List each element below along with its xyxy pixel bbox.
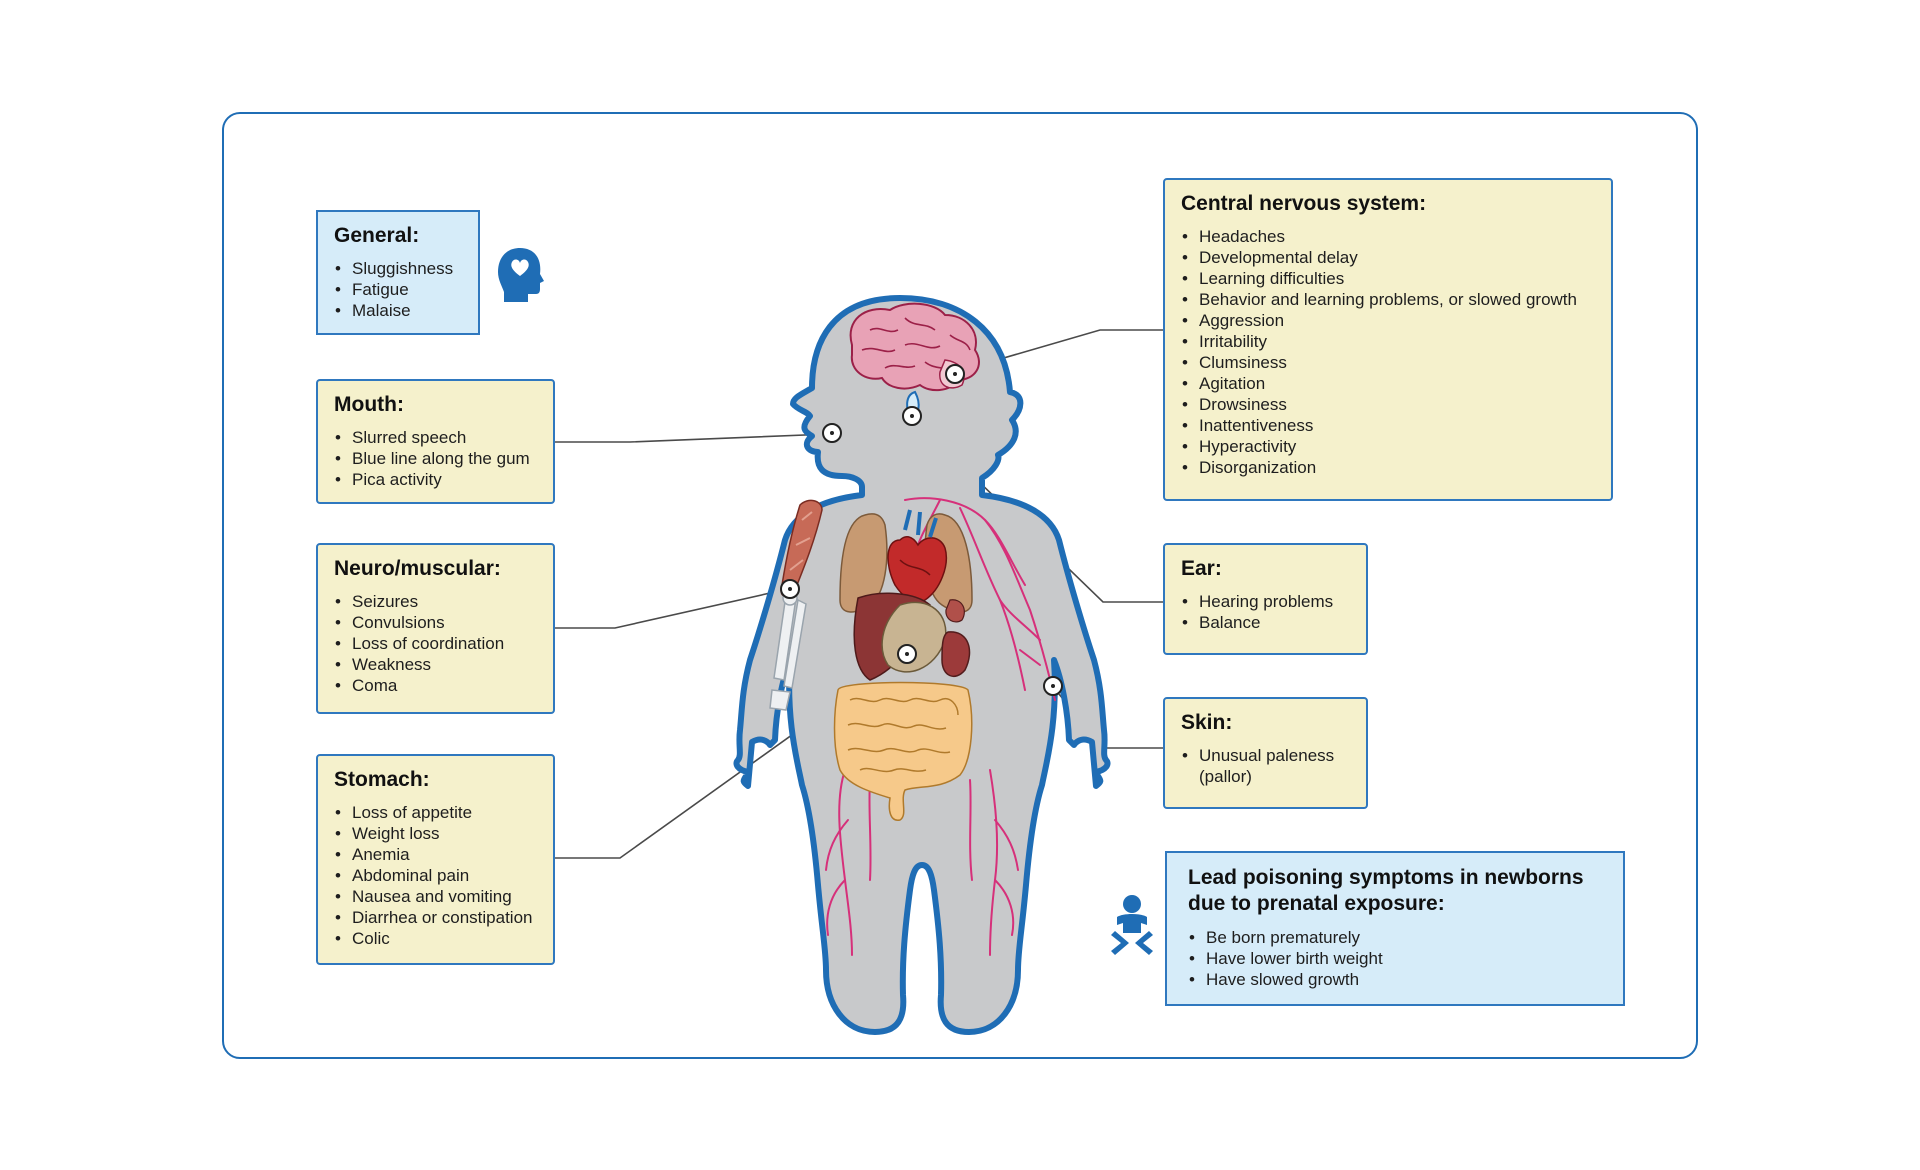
- list-item: Learning difficulties: [1181, 268, 1595, 289]
- head-heart-icon: [498, 248, 544, 302]
- baby-icon: [1111, 895, 1153, 955]
- list-item: Loss of appetite: [334, 802, 537, 823]
- diagram-frame: [222, 112, 1698, 1059]
- list-item: Hearing problems: [1181, 591, 1350, 612]
- marker-stomach: [897, 644, 917, 664]
- neuro-list: Seizures Convulsions Loss of coordinatio…: [334, 591, 537, 696]
- list-item: Unusual paleness: [1181, 745, 1350, 766]
- list-item: Irritability: [1181, 331, 1595, 352]
- ear-panel: Ear: Hearing problems Balance: [1163, 543, 1368, 655]
- list-item: Behavior and learning problems, or slowe…: [1181, 289, 1595, 310]
- general-title: General:: [334, 224, 420, 247]
- list-item: Abdominal pain: [334, 865, 537, 886]
- ear-list: Hearing problems Balance: [1181, 591, 1350, 633]
- skin-panel: Skin: Unusual paleness (pallor): [1163, 697, 1368, 809]
- ear-title: Ear:: [1181, 557, 1222, 580]
- stomach-title: Stomach:: [334, 768, 430, 791]
- list-item: Be born prematurely: [1188, 927, 1607, 948]
- list-item: Weight loss: [334, 823, 537, 844]
- connector-mouth: [553, 433, 831, 443]
- list-item: Drowsiness: [1181, 394, 1595, 415]
- arm-muscle: [780, 499, 823, 597]
- stomach-list: Loss of appetite Weight loss Anemia Abdo…: [334, 802, 537, 949]
- list-item: Have lower birth weight: [1188, 948, 1607, 969]
- kidney-spleen: [941, 599, 971, 678]
- marker-skin: [1043, 676, 1063, 696]
- list-item: Seizures: [334, 591, 537, 612]
- list-item: Convulsions: [334, 612, 537, 633]
- marker-ear: [902, 406, 922, 426]
- newborn-list: Be born prematurely Have lower birth wei…: [1188, 927, 1607, 990]
- list-item: Inattentiveness: [1181, 415, 1595, 436]
- list-item: Colic: [334, 928, 537, 949]
- marker-mouth: [822, 423, 842, 443]
- marker-neuro: [780, 579, 800, 599]
- list-item: Balance: [1181, 612, 1350, 633]
- list-item: Clumsiness: [1181, 352, 1595, 373]
- list-item: Nausea and vomiting: [334, 886, 537, 907]
- list-item: Headaches: [1181, 226, 1595, 247]
- list-item: Anemia: [334, 844, 537, 865]
- general-list: Sluggishness Fatigue Malaise: [334, 258, 462, 321]
- list-item: Diarrhea or constipation: [334, 907, 537, 928]
- mouth-list: Slurred speech Blue line along the gum P…: [334, 427, 537, 490]
- intestines: [833, 681, 973, 821]
- list-item: Pica activity: [334, 469, 537, 490]
- list-item: Malaise: [334, 300, 462, 321]
- arm-bones: [769, 590, 807, 711]
- cns-title: Central nervous system:: [1181, 192, 1427, 215]
- cns-list: Headaches Developmental delay Learning d…: [1181, 226, 1595, 478]
- newborn-panel: Lead poisoning symptoms in newborns due …: [1165, 851, 1625, 1006]
- newborn-title: Lead poisoning symptoms in newborns due …: [1188, 865, 1607, 917]
- list-item: Sluggishness: [334, 258, 462, 279]
- neuro-title: Neuro/muscular:: [334, 557, 501, 580]
- neuro-panel: Neuro/muscular: Seizures Convulsions Los…: [316, 543, 555, 714]
- list-item: Developmental delay: [1181, 247, 1595, 268]
- list-item-continuation: (pallor): [1181, 766, 1350, 787]
- list-item: Hyperactivity: [1181, 436, 1595, 457]
- marker-cns: [945, 364, 965, 384]
- mouth-panel: Mouth: Slurred speech Blue line along th…: [316, 379, 555, 504]
- list-item: Have slowed growth: [1188, 969, 1607, 990]
- blood-vessels: [825, 497, 1056, 956]
- list-item: Disorganization: [1181, 457, 1595, 478]
- marker-dots: [780, 364, 1063, 696]
- heart: [887, 509, 947, 603]
- list-item-text: (pallor): [1199, 767, 1252, 786]
- general-panel: General: Sluggishness Fatigue Malaise: [316, 210, 480, 335]
- mouth-title: Mouth:: [334, 393, 404, 416]
- list-item: Loss of coordination: [334, 633, 537, 654]
- list-item: Agitation: [1181, 373, 1595, 394]
- list-item: Slurred speech: [334, 427, 537, 448]
- list-item: Blue line along the gum: [334, 448, 537, 469]
- list-item: Fatigue: [334, 279, 462, 300]
- cns-panel: Central nervous system: Headaches Develo…: [1163, 178, 1613, 501]
- connector-neuro: [553, 588, 789, 629]
- skin-title: Skin:: [1181, 711, 1233, 734]
- newborn-title-line1: Lead poisoning symptoms in newborns: [1188, 866, 1584, 889]
- newborn-title-line2: due to prenatal exposure:: [1188, 892, 1445, 915]
- list-item: Aggression: [1181, 310, 1595, 331]
- skin-list: Unusual paleness (pallor): [1181, 745, 1350, 787]
- list-item: Weakness: [334, 654, 537, 675]
- list-item: Coma: [334, 675, 537, 696]
- stomach-panel: Stomach: Loss of appetite Weight loss An…: [316, 754, 555, 965]
